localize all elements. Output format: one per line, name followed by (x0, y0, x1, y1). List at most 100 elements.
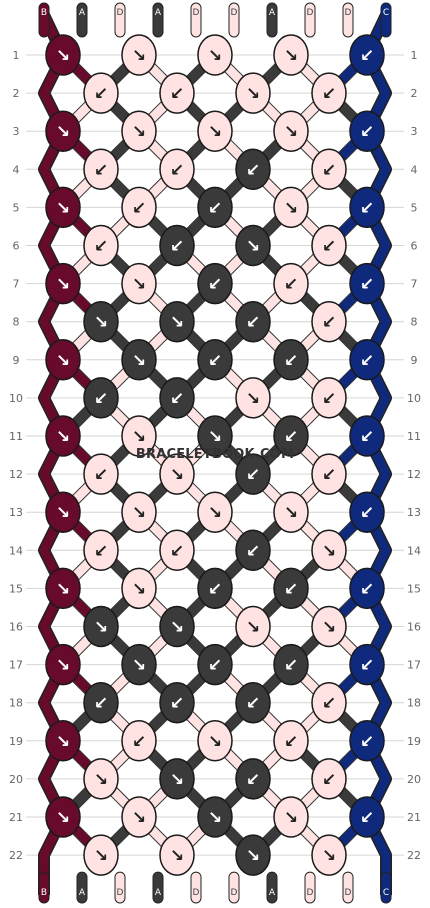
knot-direction-arrow: ↙ (208, 275, 222, 295)
knot-direction-arrow: ↘ (56, 275, 70, 295)
knot-shape (121, 720, 157, 762)
knot-direction-arrow: ↘ (284, 503, 298, 523)
knot-shape (311, 681, 347, 724)
row-number-right: 14 (407, 544, 421, 557)
knot-direction-arrow: ↙ (360, 732, 374, 752)
knot-direction-arrow: ↘ (94, 846, 108, 866)
knot: ↙ (83, 453, 119, 495)
knot: ↙ (311, 758, 347, 800)
strand-tail-bottom-label: A (155, 888, 162, 898)
knot-shape (121, 186, 157, 229)
knot-direction-arrow: ↘ (322, 846, 336, 866)
knot-direction-arrow: ↙ (360, 275, 374, 295)
knot-direction-arrow: ↘ (132, 656, 146, 676)
knot-direction-arrow: ↙ (246, 770, 260, 790)
knot: ↙ (197, 643, 233, 686)
knot-shape (197, 186, 233, 229)
knot: ↙ (349, 339, 385, 381)
row-number-left: 20 (9, 773, 23, 786)
knot: ↙ (349, 720, 385, 762)
knot: ↙ (311, 681, 347, 724)
knot-direction-arrow: ↘ (170, 313, 184, 333)
knot: ↙ (273, 415, 309, 457)
knot-shape (349, 796, 385, 838)
knot-direction-arrow: ↙ (94, 465, 108, 485)
knot-direction-arrow: ↙ (132, 198, 146, 218)
knot: ↙ (273, 643, 309, 686)
knot-direction-arrow: ↙ (94, 160, 108, 180)
knot-shape (121, 110, 157, 152)
row-number-right: 2 (411, 87, 418, 100)
knot-shape (159, 605, 195, 648)
knot-direction-arrow: ↘ (94, 618, 108, 638)
knot-shape (273, 186, 309, 229)
knot: ↘ (197, 491, 233, 533)
knot-shape (45, 262, 81, 305)
knot-shape (83, 834, 119, 876)
knot-shape (45, 110, 81, 152)
knot-shape (197, 643, 233, 686)
row-number-left: 2 (13, 87, 20, 100)
knot-shape (45, 567, 81, 610)
knot: ↙ (83, 377, 119, 419)
knot-direction-arrow: ↙ (360, 808, 374, 828)
knot: ↘ (45, 567, 81, 610)
knot-shape (83, 148, 119, 191)
knot-direction-arrow: ↙ (322, 465, 336, 485)
knot-shape (45, 415, 81, 457)
row-number-left: 3 (13, 125, 20, 138)
knot-shape (273, 491, 309, 533)
knot-direction-arrow: ↙ (170, 389, 184, 409)
knot: ↘ (235, 377, 271, 419)
knot-direction-arrow: ↘ (322, 541, 336, 561)
knot: ↘ (159, 453, 195, 495)
knot-shape (349, 186, 385, 229)
knot: ↙ (311, 224, 347, 267)
knot-shape (349, 34, 385, 76)
row-number-right: 6 (411, 240, 418, 253)
knot-shape (121, 415, 157, 457)
knot-shape (83, 72, 119, 114)
knot-direction-arrow: ↙ (132, 732, 146, 752)
knot-direction-arrow: ↘ (56, 808, 70, 828)
row-number-right: 18 (407, 697, 421, 710)
knot-shape (45, 796, 81, 838)
knot-direction-arrow: ↙ (322, 84, 336, 104)
strand-tails (38, 2, 392, 904)
knot: ↙ (159, 148, 195, 191)
knot-direction-arrow: ↙ (246, 541, 260, 561)
knot-shape (349, 567, 385, 610)
strand-tail-bottom-label: B (41, 888, 47, 898)
knot-shape (197, 567, 233, 610)
knot: ↘ (197, 720, 233, 762)
knot-direction-arrow: ↘ (94, 313, 108, 333)
knot: ↘ (235, 605, 271, 648)
knot: ↘ (45, 262, 81, 305)
knot-direction-arrow: ↙ (360, 427, 374, 447)
knot: ↙ (311, 72, 347, 114)
knot-shape (311, 834, 347, 876)
knot: ↙ (311, 300, 347, 343)
knot-shape (45, 34, 81, 76)
knot-direction-arrow: ↘ (284, 122, 298, 142)
knot-shape (273, 567, 309, 610)
knot: ↙ (197, 262, 233, 305)
knot: ↙ (83, 72, 119, 114)
strand-tail-bottom-label: D (307, 888, 314, 898)
strand-tail-top-label: D (307, 8, 314, 18)
knot-shape (235, 377, 271, 419)
knot-shape (83, 529, 119, 572)
knot-shape (311, 377, 347, 419)
strand-tail-top-label: A (155, 8, 162, 18)
knot-shape (197, 720, 233, 762)
knot-shape (273, 339, 309, 381)
knot: ↘ (83, 758, 119, 800)
knot: ↙ (159, 681, 195, 724)
knot: ↙ (159, 529, 195, 572)
row-number-right: 19 (407, 735, 421, 748)
knot-direction-arrow: ↘ (132, 503, 146, 523)
knot-direction-arrow: ↙ (322, 237, 336, 257)
knot-shape (311, 758, 347, 800)
knot-direction-arrow: ↘ (94, 770, 108, 790)
knot-direction-arrow: ↘ (246, 237, 260, 257)
